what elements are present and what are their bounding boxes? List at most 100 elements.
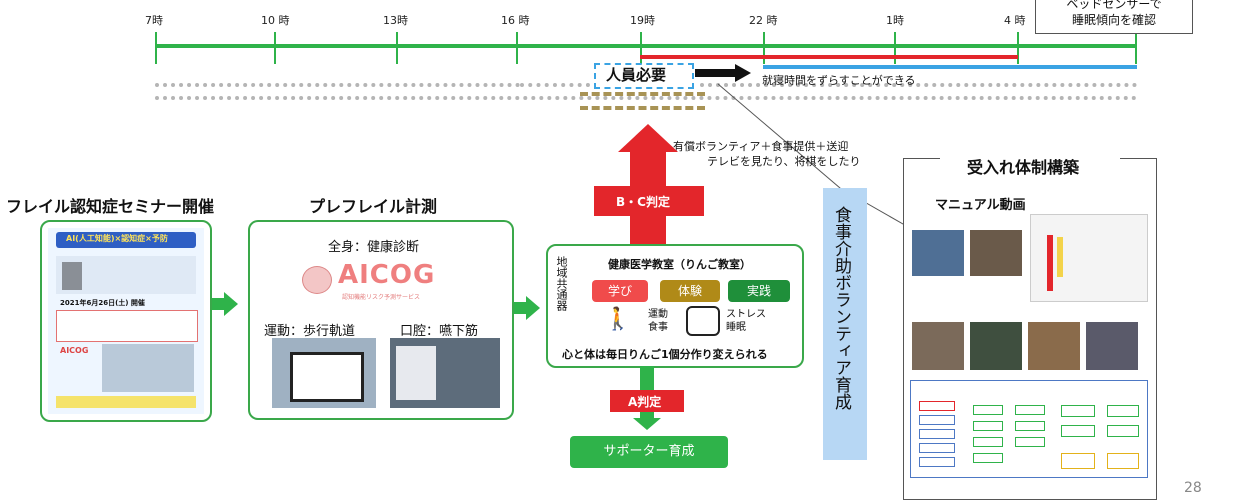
aicog-mascot-icon — [302, 266, 332, 294]
community-vertical-label: 地域共通器 — [555, 256, 568, 311]
tick-mark — [1017, 32, 1019, 64]
arrow-seminar-to-prefrail — [212, 292, 238, 316]
community-slogan: 心と体は毎日りんご1個分作り変えられる — [562, 348, 768, 361]
flyer-brand: AICOG — [60, 346, 89, 355]
gold-dashed-line-2 — [580, 106, 705, 110]
sleep-blue-bar — [763, 65, 1137, 69]
org-node — [1015, 405, 1045, 415]
page-number: 28 — [1184, 480, 1202, 496]
shift-arrow-shaft — [695, 69, 735, 77]
seminar-flyer-box: AI(人工知能)×認知症×予防 2021年6月26日(土) 開催 AICOG — [40, 220, 212, 422]
org-node — [973, 405, 1003, 415]
manual-photo-1 — [912, 230, 964, 276]
manual-photo-2 — [970, 230, 1022, 276]
a-judgment-label: A判定 — [628, 395, 662, 409]
exercise-label: 運動：歩行軌道 — [264, 324, 356, 339]
manual-photo-3 — [912, 322, 964, 370]
bc-judgment-box — [594, 186, 704, 216]
manual-photo-6 — [1086, 322, 1138, 370]
bed-sensor-note-line2: 睡眠傾向を確認 — [1071, 13, 1156, 27]
btn-practice[interactable]: 実践 — [728, 280, 790, 302]
flyer-info-block — [56, 310, 198, 342]
oral-photo-panel — [396, 346, 436, 400]
bc-arrow-head — [618, 124, 678, 152]
org-node — [1107, 425, 1139, 437]
acceptance-heading: 受入れ体制構築 — [967, 158, 1080, 177]
spreadsheet-yellow-column — [1057, 237, 1063, 277]
flyer-date: 2021年6月26日(土) 開催 — [60, 299, 145, 307]
org-node — [919, 401, 955, 411]
org-node — [919, 443, 955, 453]
group-people-icon — [686, 306, 720, 336]
flyer-speaker-photo — [62, 262, 82, 290]
gray-dotted-line-1 — [155, 83, 520, 87]
exercise-meal-label: 運動 食事 — [648, 309, 668, 333]
org-node — [1015, 421, 1045, 431]
stress-sleep-label: ストレス 睡眠 — [726, 309, 766, 333]
flyer-title: AI(人工知能)×認知症×予防 — [66, 234, 168, 243]
org-node — [919, 415, 955, 425]
spreadsheet-red-column — [1047, 235, 1053, 291]
org-node — [1015, 437, 1045, 447]
arrow-prefrail-to-community — [514, 296, 540, 320]
oral-label: 口腔：嚥下筋 — [400, 324, 479, 339]
tick-label-22: 22 時 — [749, 14, 778, 27]
gray-dotted-line-3 — [520, 83, 590, 87]
org-node — [973, 421, 1003, 431]
btn-experience[interactable]: 体験 — [660, 280, 720, 302]
community-box: 地域共通器 健康医学教室（りんご教室） 学び 体験 実践 🚶 運動 食事 ストレ… — [546, 244, 804, 368]
org-node — [1061, 405, 1095, 417]
gray-dotted-line-2 — [155, 96, 1137, 100]
bed-sensor-note-line1: ベッドセンサーで — [1066, 0, 1162, 11]
shift-note: 就寝時間をずらすことができる — [762, 74, 916, 87]
manual-video-label: マニュアル動画 — [935, 198, 1026, 213]
org-node — [1061, 425, 1095, 437]
a-arrow-head — [633, 418, 661, 430]
supporter-training-box: サポーター育成 — [570, 436, 728, 468]
classroom-title: 健康医学教室（りんご教室） — [608, 258, 751, 271]
org-node — [919, 457, 955, 467]
org-node — [1107, 453, 1139, 469]
tablet-screen — [290, 352, 364, 402]
manual-spreadsheet — [1030, 214, 1148, 302]
org-node — [1107, 405, 1139, 417]
timeline-axis — [155, 44, 1137, 48]
tick-mark — [516, 32, 518, 64]
org-node — [1061, 453, 1095, 469]
seminar-heading: フレイル認知症セミナー開催 — [6, 197, 215, 216]
shift-arrow-head — [735, 64, 751, 82]
gray-dotted-line-4 — [700, 83, 1137, 87]
org-node — [919, 429, 955, 439]
oral-measure-photo — [390, 338, 500, 408]
tick-mark — [894, 32, 896, 64]
tick-mark — [640, 32, 642, 64]
manual-photo-4 — [970, 322, 1022, 370]
manual-photo-5 — [1028, 322, 1080, 370]
flyer-photo — [102, 344, 194, 392]
prefrail-heading: プレフレイル計測 — [309, 197, 438, 216]
tick-mark — [763, 32, 765, 64]
tick-label-10: 10 時 — [261, 14, 290, 27]
volunteer-note-line1: 有償ボランティア＋食事提供＋送迎 — [673, 140, 849, 153]
tablet-photo — [272, 338, 376, 408]
aicog-brand: AICOG — [338, 260, 436, 290]
tick-mark — [155, 32, 157, 64]
whole-body-label: 全身：健康診断 — [328, 240, 420, 255]
volunteer-training-label: 食事介助ボランティア育成 — [831, 206, 851, 410]
org-chart — [910, 380, 1148, 478]
tick-label-7: 7時 — [145, 14, 163, 27]
tick-label-19: 19時 — [630, 14, 655, 27]
volunteer-note-line2: テレビを見たり、将棋をしたり — [707, 155, 861, 168]
volunteer-training-panel — [823, 188, 867, 460]
btn-learn[interactable]: 学び — [592, 280, 648, 302]
a-judgment-box — [610, 390, 684, 412]
org-node — [973, 437, 1003, 447]
org-node — [973, 453, 1003, 463]
staff-needed-label: 人員必要 — [606, 66, 667, 84]
tick-mark — [396, 32, 398, 64]
tick-mark — [274, 32, 276, 64]
gold-dashed-line-1 — [580, 92, 705, 96]
flyer-footer — [56, 396, 196, 408]
flyer-title-bar — [56, 232, 196, 248]
bed-sensor-note-box: ベッドセンサーで 睡眠傾向を確認 — [1035, 0, 1193, 34]
